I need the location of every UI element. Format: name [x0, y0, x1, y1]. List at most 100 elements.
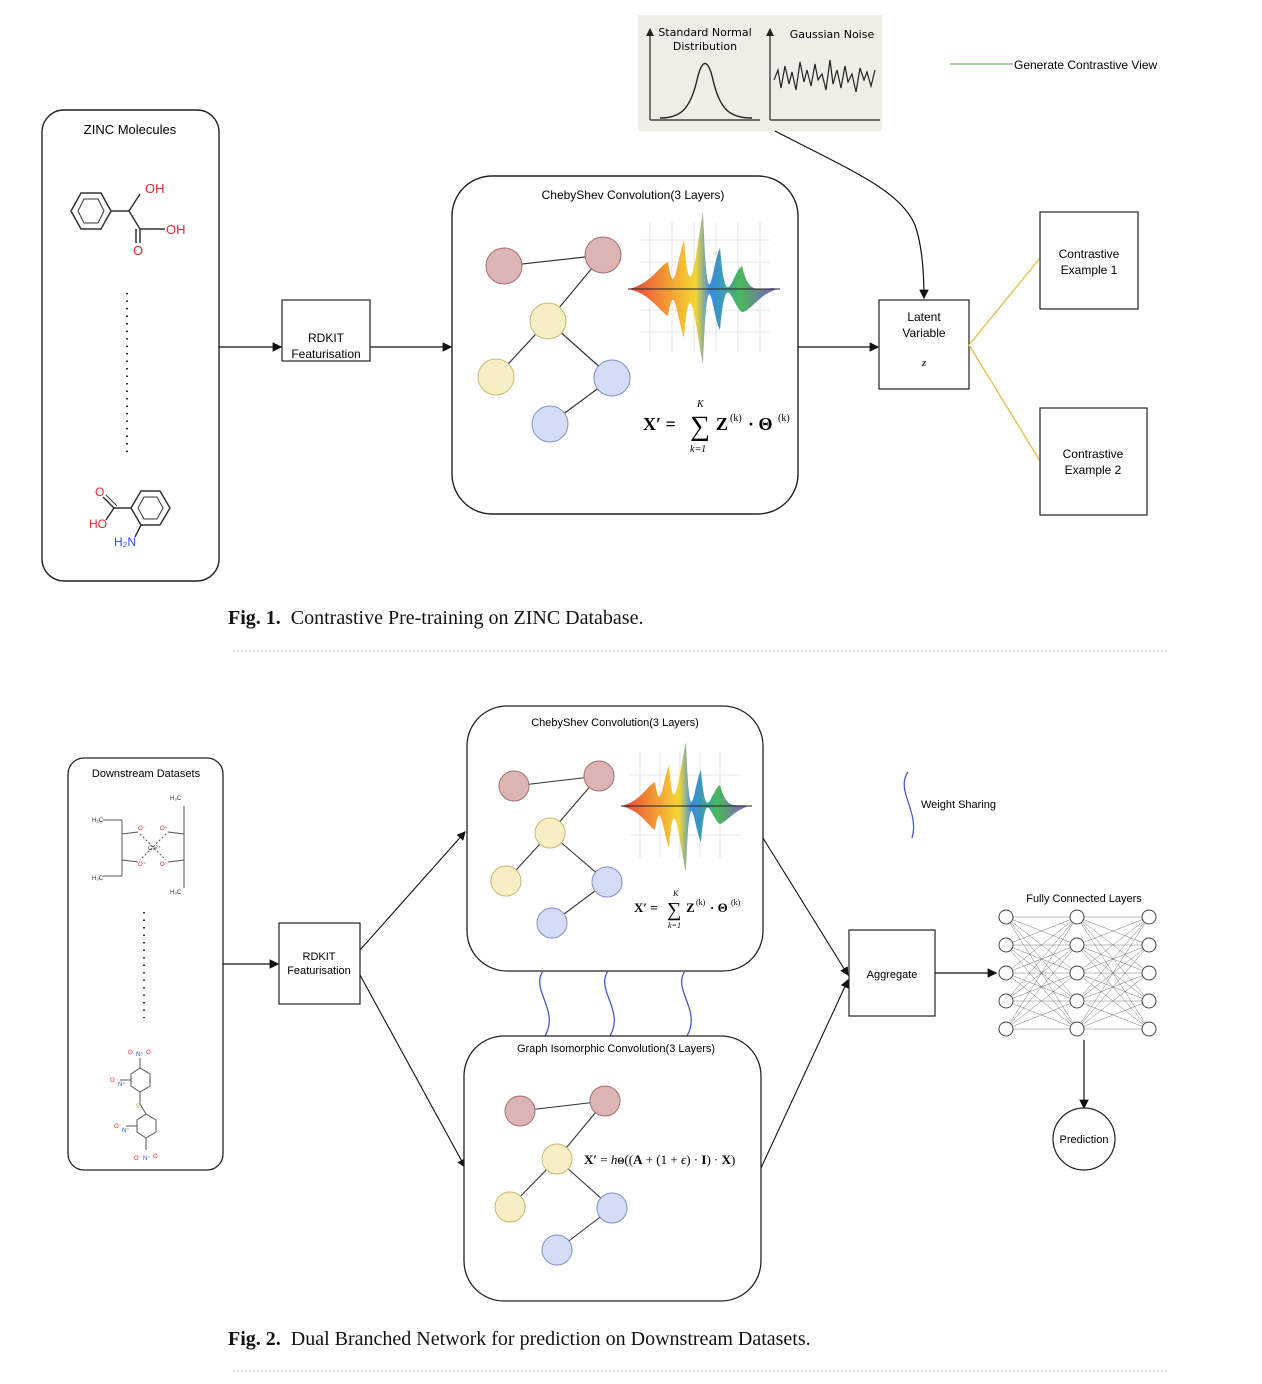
graph-node [529, 302, 567, 340]
svg-text:N⁺: N⁺ [122, 1127, 130, 1134]
gin-title: Graph Isomorphic Convolution(3 Layers) [517, 1043, 715, 1055]
figure-2: Downstream Datasets H₃C H₃C H₃C H₃C Cu²⁺… [67, 705, 1157, 1302]
svg-text:∑: ∑ [690, 411, 710, 442]
molecule-nitro-compound [120, 1058, 157, 1150]
svg-text:N⁺: N⁺ [136, 1051, 144, 1058]
svg-text:H₃C: H₃C [170, 890, 182, 896]
fc-edge [1076, 1000, 1150, 1030]
fc-neuron [998, 937, 1014, 953]
molecule-copper-complex [103, 806, 185, 888]
svg-text:X′ =: X′ = [634, 900, 658, 915]
zinc-title: ZINC Molecules [84, 122, 177, 137]
fc-neuron [1141, 1021, 1157, 1037]
fc-neuron [1069, 1021, 1085, 1037]
rdkit2-line2: Featurisation [287, 965, 351, 977]
fig1-caption-text: Contrastive Pre-training on ZINC Databas… [290, 607, 644, 629]
svg-text:O⁻: O⁻ [160, 862, 168, 868]
svg-text:(k): (k) [696, 898, 706, 907]
mol1-oh-right: OH [166, 222, 186, 237]
fc-title: Fully Connected Layers [1026, 893, 1142, 905]
svg-text:Cu²⁺: Cu²⁺ [148, 845, 161, 852]
svg-text:K: K [672, 889, 679, 898]
noise-gauss: Gaussian Noise [790, 28, 875, 41]
fc-edge [1005, 916, 1078, 1002]
contrastive-example-2-box [1039, 407, 1148, 516]
cheb-title: ChebyShev Convolution(3 Layers) [542, 188, 725, 202]
svg-text:O⁻: O⁻ [110, 1078, 118, 1084]
fc-neuron [1069, 993, 1085, 1009]
fc-edge [1076, 916, 1150, 946]
fc-edge [1076, 916, 1150, 974]
svg-text:· Θ: · Θ [748, 414, 773, 434]
svg-text:O⁻: O⁻ [138, 826, 146, 832]
graph-node [584, 236, 622, 274]
fc-edge [1005, 916, 1078, 946]
graph-node [504, 1095, 536, 1127]
graph-node [477, 358, 515, 396]
chebyshev-spectrum-icon [621, 742, 752, 872]
mol1-oh-top: OH [145, 181, 165, 196]
ce1-line1: Contrastive [1059, 247, 1120, 261]
copper-atom-labels: H₃C H₃C H₃C H₃C Cu²⁺ O⁻O⁺ O⁺O⁻ [92, 796, 182, 896]
mol1-o: O [133, 243, 143, 258]
zinc-molecules-box [41, 109, 220, 582]
fc-neuron [998, 993, 1014, 1009]
graph-node [589, 1085, 621, 1117]
svg-text:O⁺: O⁺ [138, 861, 146, 868]
graph-node [498, 770, 530, 802]
fc-neuron [998, 1021, 1014, 1037]
fc-edge [1005, 916, 1078, 974]
cheb2-formula: X′ = ∑ K k=1 Z (k) · Θ (k) [634, 889, 741, 930]
graph-node [494, 1191, 526, 1223]
svg-text:· Θ: · Θ [710, 900, 728, 915]
svg-text:O⁺: O⁺ [160, 825, 168, 832]
svg-text:k=1: k=1 [690, 444, 706, 455]
latent-line1: Latent [907, 310, 941, 324]
fc-neuron [998, 909, 1014, 925]
fc-edge [1076, 972, 1150, 1030]
chebyshev-conv-box-2 [466, 705, 764, 972]
weight-sharing-label: Weight Sharing [921, 799, 996, 811]
graph-node [536, 907, 568, 939]
graph-node [534, 817, 566, 849]
wavy-line-icon [903, 771, 915, 839]
graph-node [490, 865, 522, 897]
weight-sharing-links [539, 970, 692, 1037]
molecule-2 [102, 490, 171, 538]
fc-neuron [1069, 937, 1085, 953]
gin-conv-box [463, 1035, 762, 1302]
graph-node [596, 1192, 628, 1224]
svg-text:K: K [696, 399, 705, 410]
contrastive-example-1-box [1039, 211, 1139, 310]
svg-text:O: O [128, 1050, 133, 1056]
ce1-line2: Example 1 [1061, 263, 1118, 277]
graph-node [485, 247, 523, 285]
graph-node [593, 359, 631, 397]
arrow-rdkit-gin [359, 974, 466, 1168]
cheb-formula: X′ = ∑ K k=1 Z (k) · Θ (k) [643, 399, 790, 455]
legend-label: Generate Contrastive View [1014, 58, 1158, 72]
separator-1 [233, 650, 1167, 652]
ds-title: Downstream Datasets [92, 768, 201, 780]
fig1-caption-num: Fig. 1 [228, 607, 276, 629]
aggregate-label: Aggregate [867, 969, 918, 981]
svg-text:(k): (k) [731, 898, 741, 907]
fc-neuron [998, 965, 1014, 981]
svg-text:∑: ∑ [667, 899, 681, 921]
fc-edge [1005, 944, 1078, 1030]
rdkit-line1: RDKIT [308, 331, 345, 345]
svg-text:N⁺: N⁺ [118, 1081, 126, 1088]
aggregate-box [848, 929, 936, 1017]
fc-neuron [1141, 909, 1157, 925]
svg-text:Z: Z [686, 900, 695, 915]
chebyshev-conv-box [451, 175, 799, 515]
svg-text:O⁻: O⁻ [134, 1156, 142, 1162]
arrow-noise-latent [774, 130, 929, 300]
fc-neuron [1141, 993, 1157, 1009]
orange-link-2 [968, 344, 1041, 462]
svg-text:H₃C: H₃C [92, 818, 104, 824]
svg-text:(k): (k) [778, 413, 790, 424]
graph-node [591, 866, 623, 898]
arrow-gin-aggregate [760, 979, 849, 1169]
noise-std-line2: Distribution [673, 40, 737, 53]
